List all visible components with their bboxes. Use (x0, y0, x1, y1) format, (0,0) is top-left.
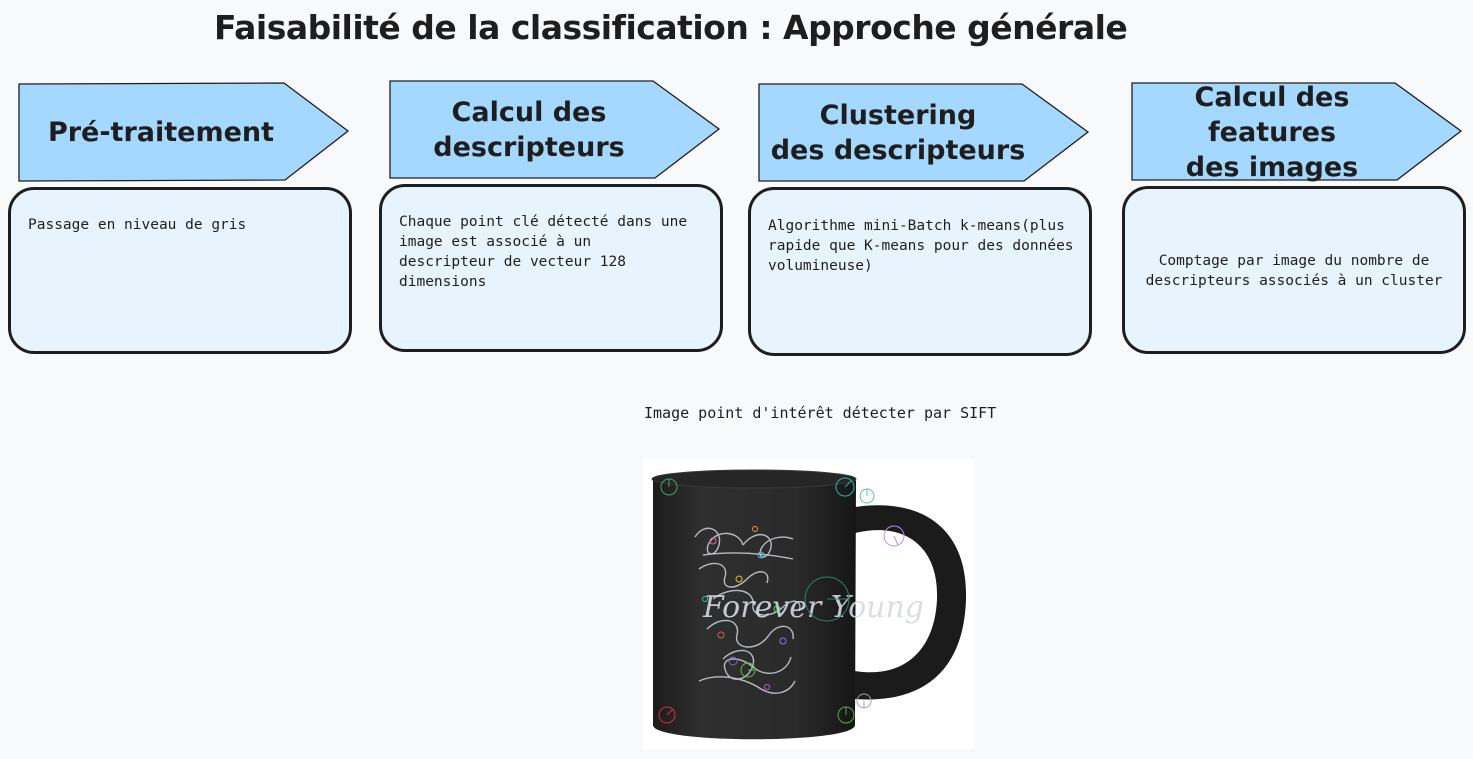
step-arrow-features: Calcul des features des images (1131, 81, 1464, 183)
step-label: Calcul des features des images (1185, 81, 1359, 183)
step-arrow-pretraitement: Pré-traitement (18, 82, 350, 182)
mug-illustration: Forever Young (651, 469, 967, 740)
arrow-shape (1131, 82, 1463, 181)
step-arrow-calcul-descripteurs: Calcul des descripteurs (389, 80, 721, 180)
arrow-shape (18, 82, 350, 182)
step-description: Chaque point clé détecté dans une image … (399, 214, 688, 290)
step-label: Clustering des descripteurs (770, 100, 1026, 166)
image-caption: Image point d'intérêt détecter par SIFT (644, 404, 997, 422)
diagram-title: Faisabilité de la classification : Appro… (214, 8, 1128, 47)
step-arrow-clustering: Clustering des descripteurs (758, 83, 1090, 183)
arrow-shape (758, 83, 1090, 182)
step-box-calcul-descripteurs: Chaque point clé détecté dans une image … (379, 184, 723, 352)
step-label: Calcul des descripteurs (433, 97, 625, 163)
mug-lettering: Forever Young (702, 590, 924, 625)
step-box-clustering: Algorithme mini-Batch k-means(plus rapid… (748, 187, 1092, 356)
step-box-features: Comptage par image du nombre de descript… (1122, 186, 1466, 354)
sift-keypoints-image: Forever Young (643, 459, 974, 749)
step-description: Comptage par image du nombre de descript… (1145, 253, 1443, 289)
arrow-shape (389, 80, 721, 179)
step-description: Algorithme mini-Batch k-means(plus rapid… (768, 218, 1074, 274)
step-description: Passage en niveau de gris (28, 217, 247, 233)
step-label: Pré-traitement (47, 116, 275, 148)
step-box-pretraitement: Passage en niveau de gris (8, 187, 352, 354)
